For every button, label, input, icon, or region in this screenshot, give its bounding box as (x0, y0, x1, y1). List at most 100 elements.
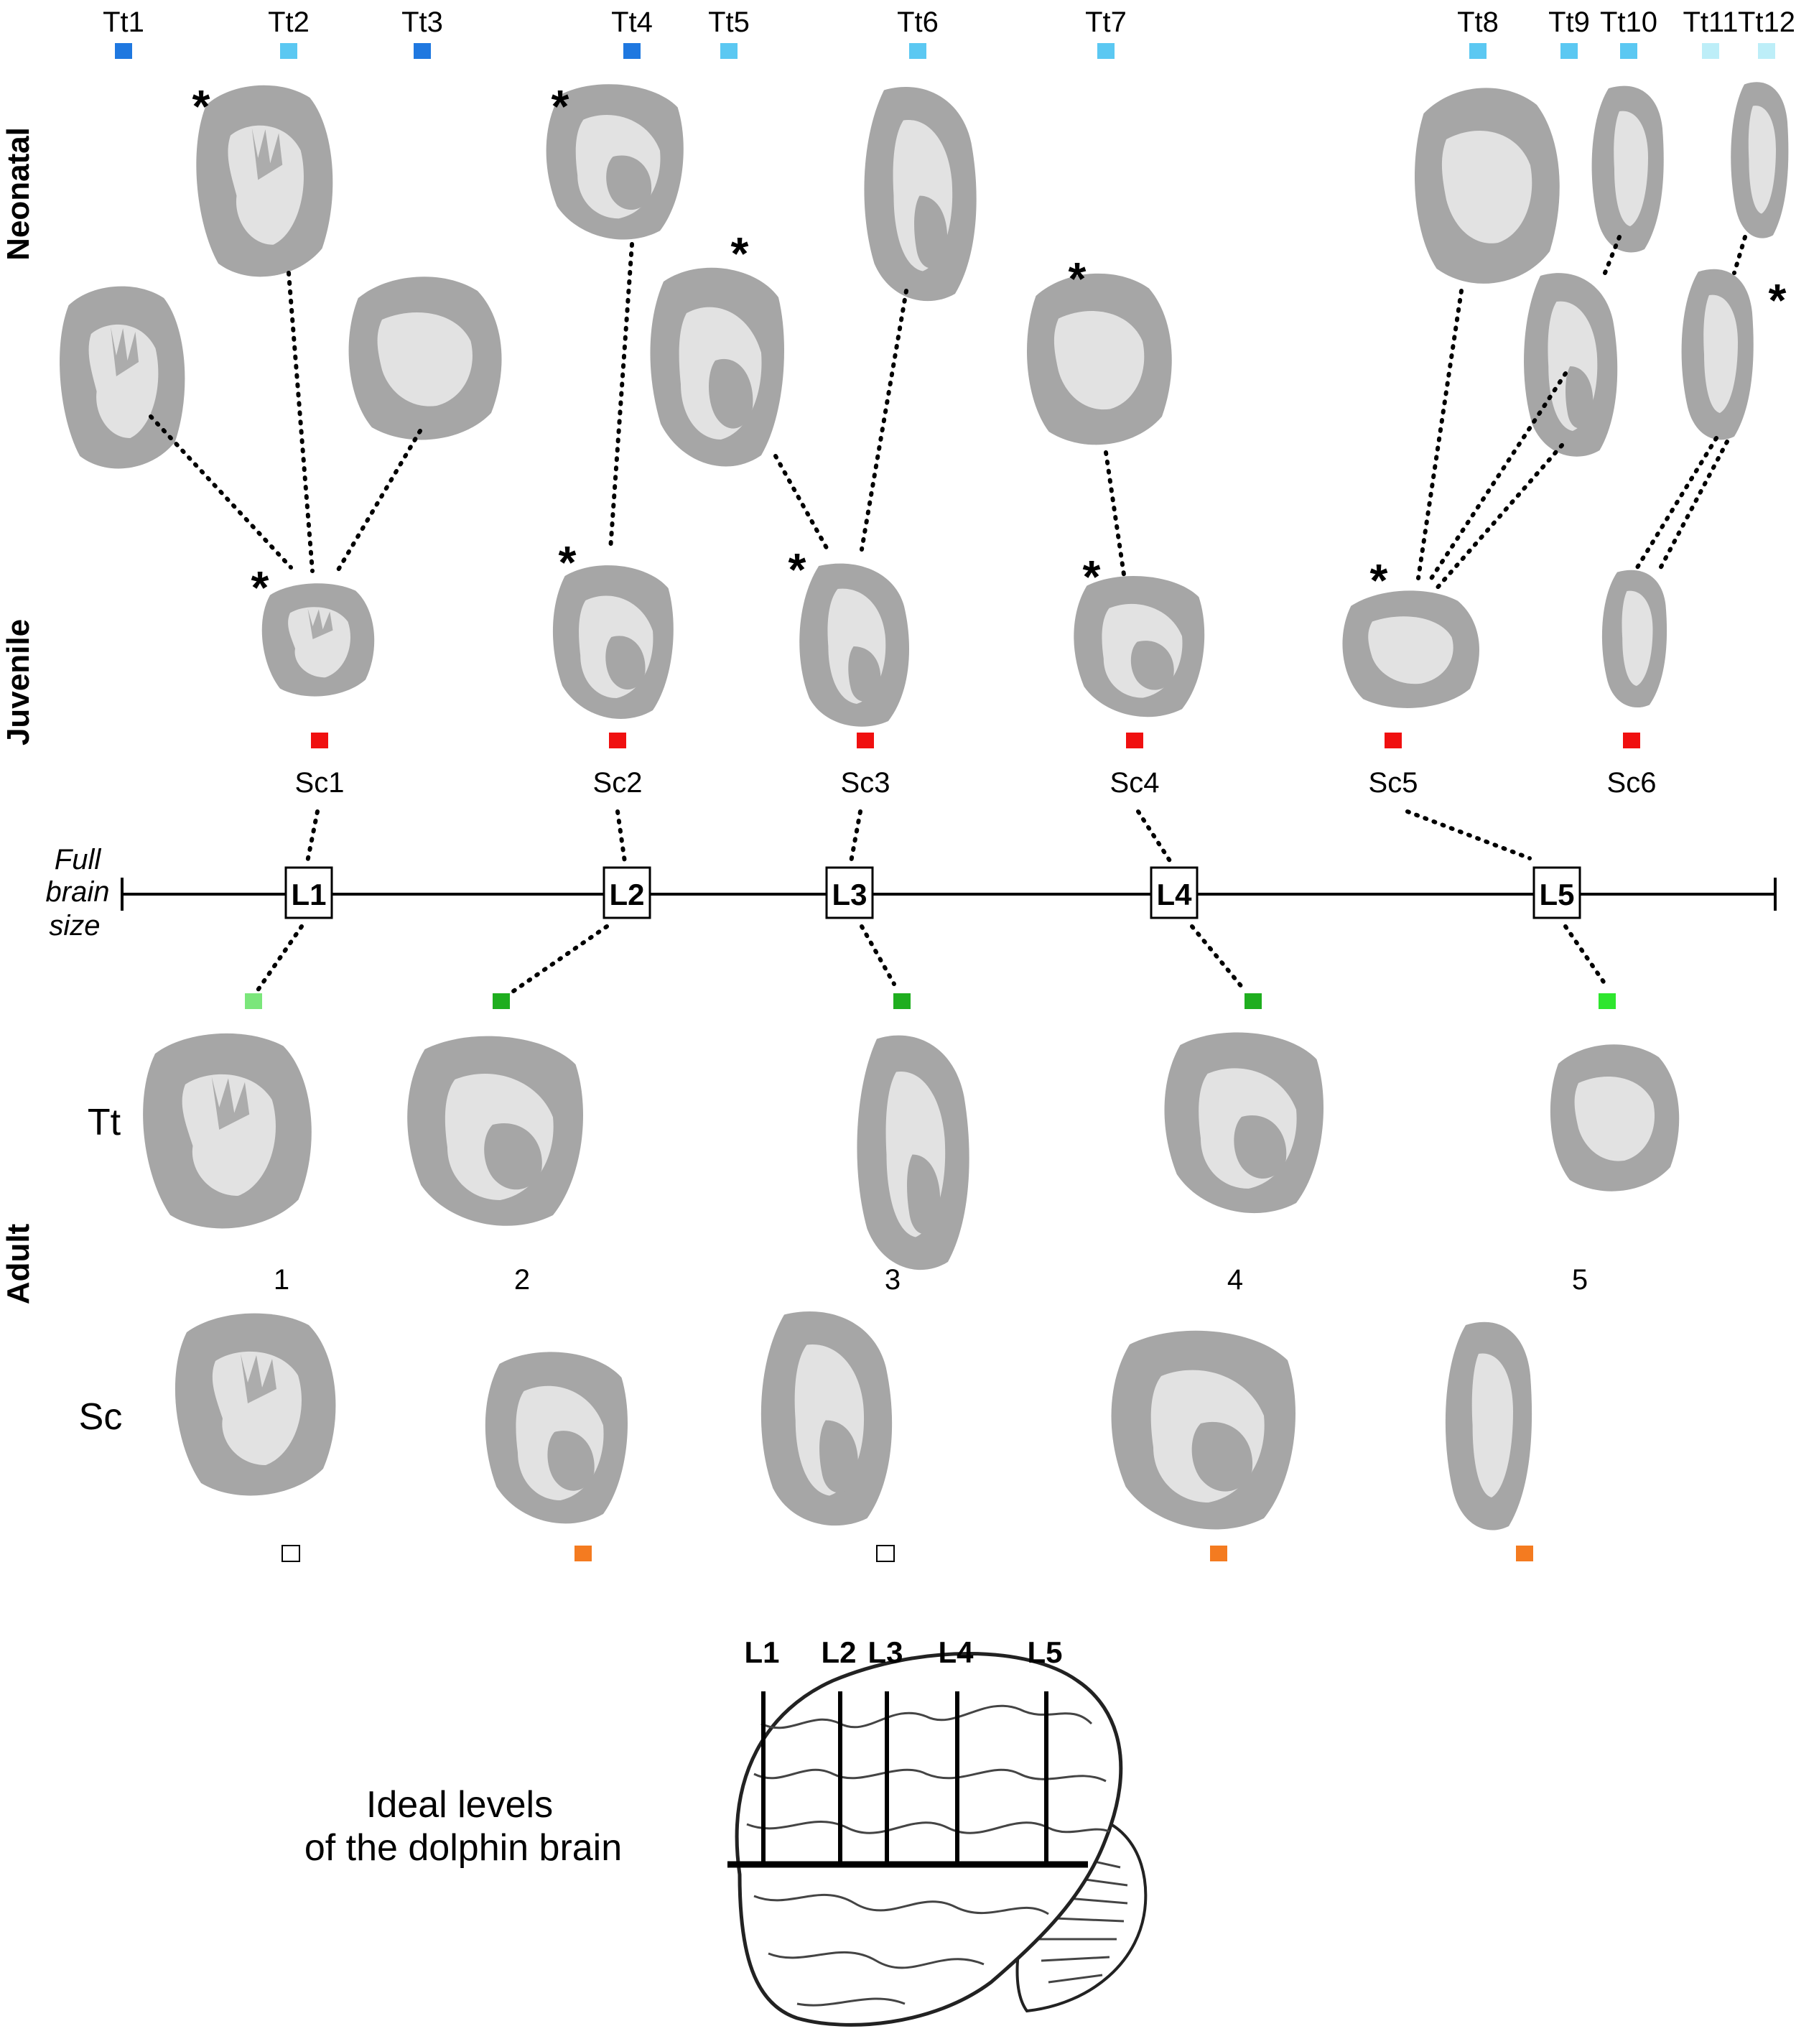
neonatal-marker-tt8 (1469, 43, 1487, 59)
neonatal-marker-tt2 (280, 43, 297, 59)
adult-level-number-1: 1 (274, 1264, 289, 1296)
asterisk: * (552, 80, 569, 132)
asterisk: * (1069, 253, 1087, 305)
juvenile-label-sc5: Sc5 (1369, 767, 1418, 799)
juvenile-marker-sc6 (1623, 733, 1640, 748)
asterisk: * (559, 536, 577, 588)
juvenile-label-sc1: Sc1 (295, 767, 345, 799)
slice-tt7 (1027, 273, 1172, 445)
adult-sc-marker-5 (1516, 1546, 1533, 1561)
ideal-level-label-l4: L4 (938, 1635, 974, 1669)
slice-tt6 (864, 87, 977, 302)
asterisk: * (1769, 274, 1787, 326)
cerebrum (735, 1652, 1123, 2027)
neonatal-label-tt3: Tt3 (401, 6, 443, 38)
axis-level-box-l1 (284, 866, 333, 919)
row-label-adult: Adult (1, 1223, 36, 1304)
slice-adult-tt-3 (857, 1035, 969, 1270)
cerebrum-gyri (746, 1704, 1110, 2007)
adult-tt-marker-2 (493, 993, 510, 1009)
neonatal-label-tt6: Tt6 (897, 6, 939, 38)
slice-adult-sc-4 (1111, 1330, 1295, 1530)
neonatal-slices (60, 82, 1789, 469)
slice-tt11-tt12-top (1731, 82, 1789, 238)
ideal-level-label-l3: L3 (867, 1635, 903, 1669)
neonatal-marker-tt3 (414, 43, 431, 59)
neonatal-marker-tt1 (115, 43, 132, 59)
neonatal-label-tt11: Tt11 (1683, 6, 1738, 38)
axis-adult-connectors (255, 924, 1607, 993)
axis-level-box-l2 (603, 866, 651, 919)
juvenile-axis-connectors (305, 809, 1532, 864)
axis-level-label-l3: L3 (832, 878, 867, 911)
dolphin-brain-drawing (727, 1652, 1148, 2027)
asterisk: * (731, 228, 749, 279)
slice-tt2 (196, 85, 333, 277)
juvenile-label-sc3: Sc3 (841, 767, 890, 799)
row-label-neonatal: Neonatal (1, 127, 36, 261)
adult-tt-marker-5 (1599, 993, 1616, 1009)
adult-tt-label: Tt (88, 1102, 121, 1143)
asterisk: * (1083, 551, 1101, 603)
slice-adult-sc-1 (175, 1313, 336, 1496)
adult-sc-marker-2 (574, 1546, 592, 1561)
row-label-juvenile: Juvenile (1, 619, 36, 745)
neonatal-marker-tt6 (909, 43, 926, 59)
axis-level-box-l5 (1532, 866, 1581, 919)
adult-level-number-5: 5 (1572, 1264, 1588, 1296)
slice-sc5 (1342, 590, 1479, 708)
slice-adult-sc-3 (760, 1311, 893, 1526)
slice-adult-sc-5 (1445, 1321, 1532, 1530)
neonatal-asterisks: * * * * * (192, 80, 1787, 326)
slice-tt8 (1415, 88, 1560, 284)
axis-level-label-l2: L2 (609, 878, 644, 911)
adult-sc-marker-3 (876, 1545, 895, 1562)
adult-tt-marker-4 (1245, 993, 1262, 1009)
asterisk: * (251, 562, 269, 613)
neonatal-juvenile-connectors (149, 235, 1747, 591)
neonatal-label-tt10: Tt10 (1600, 6, 1657, 38)
juvenile-slices (261, 563, 1667, 727)
neonatal-label-tt12: Tt12 (1738, 6, 1795, 38)
slice-tt9-tt10-lower (1524, 273, 1618, 457)
axis-level-box-l4 (1150, 866, 1199, 919)
slice-tt3 (348, 277, 502, 440)
neonatal-marker-tt5 (720, 43, 738, 59)
asterisk: * (1370, 554, 1388, 606)
adult-sc-slices (175, 1311, 1532, 1530)
slice-sc2 (552, 565, 674, 719)
slice-adult-tt-1 (143, 1033, 312, 1229)
juvenile-label-sc2: Sc2 (593, 767, 643, 799)
ideal-caption-line1: Ideal levels (366, 1784, 553, 1826)
slice-tt5 (650, 267, 784, 467)
adult-tt-slices (143, 1032, 1680, 1270)
axis-label-brain: brain (46, 876, 110, 908)
full-brain-size-axis: Full brain size (46, 844, 1777, 942)
juvenile-marker-sc4 (1126, 733, 1143, 748)
ideal-level-label-l1: L1 (744, 1635, 779, 1669)
neonatal-label-tt5: Tt5 (708, 6, 750, 38)
slice-adult-sc-2 (485, 1352, 628, 1524)
adult-tt-marker-3 (893, 993, 911, 1009)
asterisk: * (788, 544, 806, 595)
adult-level-number-4: 4 (1227, 1264, 1243, 1296)
adult-sc-label: Sc (79, 1396, 123, 1438)
juvenile-marker-sc5 (1385, 733, 1402, 748)
axis-level-box-l3 (825, 866, 874, 919)
neonatal-marker-tt9 (1560, 43, 1578, 59)
ideal-level-label-l5: L5 (1027, 1635, 1062, 1669)
slice-adult-tt-5 (1550, 1044, 1680, 1191)
axis-level-label-l4: L4 (1156, 878, 1192, 911)
slice-tt11-tt12-lower (1681, 269, 1754, 440)
slice-sc1 (261, 583, 375, 697)
juvenile-label-sc4: Sc4 (1110, 767, 1160, 799)
ideal-caption-line2: of the dolphin brain (304, 1827, 622, 1869)
juvenile-asterisks: * * * * * (251, 536, 1388, 613)
adult-tt-marker-1 (245, 993, 262, 1009)
